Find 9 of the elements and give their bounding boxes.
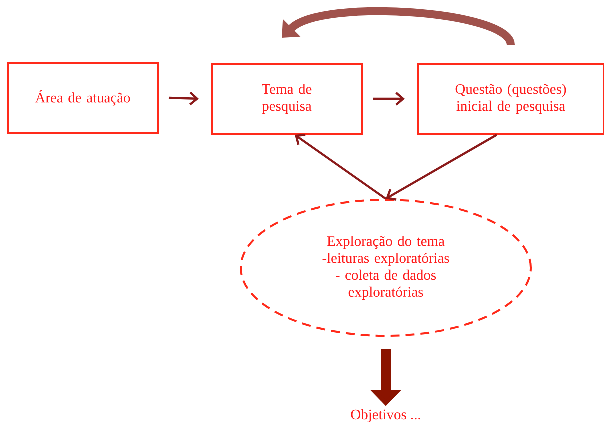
arrow [282, 7, 515, 47]
process-box: Tema de pesquisa [211, 63, 363, 135]
arrow [295, 134, 387, 200]
arrow [168, 92, 200, 106]
arrow [386, 134, 498, 201]
process-box: Área de atuação [7, 62, 159, 134]
outcome-text: Objetivos ... [351, 409, 420, 423]
arrow [373, 92, 406, 106]
process-box: Questão (questões) inicial de pesquisa [417, 63, 604, 135]
